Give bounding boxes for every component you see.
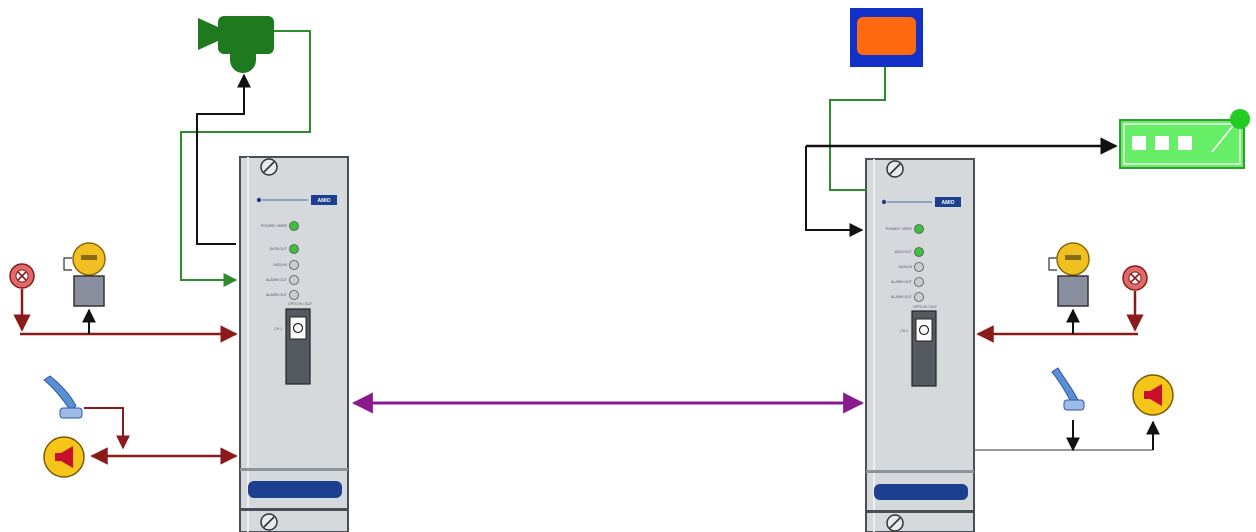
bell-icon bbox=[1048, 242, 1090, 307]
handset-line bbox=[84, 407, 130, 450]
led-label: DATA OUT bbox=[895, 250, 913, 254]
led-row: ALARM OUT bbox=[891, 292, 924, 302]
handset-icon bbox=[1051, 367, 1085, 411]
led-label: DATA IN bbox=[274, 263, 288, 267]
led-row: DATA IN bbox=[899, 262, 924, 272]
led-row: DATA IN bbox=[274, 260, 299, 270]
led-row: ALARM OUT bbox=[266, 275, 299, 285]
led-row: DATA OUT bbox=[895, 247, 924, 257]
port-label: CH 1 bbox=[274, 327, 282, 331]
led-label: ALARM OUT bbox=[266, 278, 288, 282]
handset-icon bbox=[43, 375, 83, 419]
camera-icon bbox=[198, 16, 274, 73]
speaker-icon bbox=[1132, 374, 1174, 416]
led-label: ALARM OUT bbox=[266, 293, 288, 297]
led-label: ALARM OUT bbox=[891, 280, 913, 284]
brand-logo: AMIO bbox=[935, 197, 961, 207]
alarm-button-icon bbox=[9, 263, 35, 289]
switch-label: OPTO IN / OUT bbox=[288, 302, 312, 306]
led-icon bbox=[914, 277, 924, 287]
right-unit: AMIO POWER / WIRE DATA OUT DATA IN ALARM… bbox=[865, 158, 975, 532]
camera-video-line bbox=[180, 30, 311, 287]
speaker-icon bbox=[43, 436, 85, 478]
screw-icon bbox=[260, 513, 278, 531]
led-row: DATA OUT bbox=[270, 244, 299, 254]
bell-icon bbox=[63, 242, 106, 307]
right-control-line bbox=[805, 146, 864, 237]
led-row: POWER / WIRE bbox=[886, 224, 924, 234]
brand-logo-text: AMIO bbox=[941, 200, 954, 206]
left-unit: AMIO POWER / WIRE DATA OUT DATA IN ALARM… bbox=[239, 156, 349, 532]
camera-control-line bbox=[196, 73, 251, 245]
brand-logo-text: AMIO bbox=[317, 198, 330, 204]
status-dot bbox=[881, 199, 887, 205]
led-icon bbox=[289, 244, 299, 254]
recorder-icon bbox=[1119, 109, 1250, 169]
led-icon bbox=[289, 290, 299, 300]
led-icon bbox=[914, 292, 924, 302]
switch-label: OPTO IN / OUT bbox=[913, 305, 937, 309]
monitor-icon bbox=[850, 8, 923, 67]
screw-icon bbox=[886, 514, 904, 532]
led-label: POWER / WIRE bbox=[886, 227, 913, 231]
led-label: DATA OUT bbox=[270, 247, 288, 251]
led-icon bbox=[914, 247, 924, 257]
led-row: ALARM OUT bbox=[891, 277, 924, 287]
unit-handle[interactable] bbox=[874, 484, 968, 500]
led-row: ALARM OUT bbox=[266, 290, 299, 300]
led-icon bbox=[914, 262, 924, 272]
alarm-button-icon bbox=[1122, 265, 1148, 291]
led-row: POWER / WIRE bbox=[261, 221, 299, 231]
optical-port[interactable] bbox=[911, 310, 937, 387]
led-label: ALARM OUT bbox=[891, 295, 913, 299]
monitor-video-line bbox=[829, 67, 886, 191]
led-icon bbox=[289, 275, 299, 285]
brand-logo: AMIO bbox=[311, 195, 337, 205]
screw-icon bbox=[260, 158, 278, 176]
led-icon bbox=[914, 224, 924, 234]
led-label: DATA IN bbox=[899, 265, 913, 269]
led-icon bbox=[289, 221, 299, 231]
led-label: POWER / WIRE bbox=[261, 224, 288, 228]
port-label: CH 1 bbox=[900, 329, 908, 333]
led-icon bbox=[289, 260, 299, 270]
screw-icon bbox=[886, 160, 904, 178]
unit-handle[interactable] bbox=[248, 481, 342, 498]
optical-port[interactable] bbox=[285, 308, 311, 385]
status-dot bbox=[256, 197, 262, 203]
